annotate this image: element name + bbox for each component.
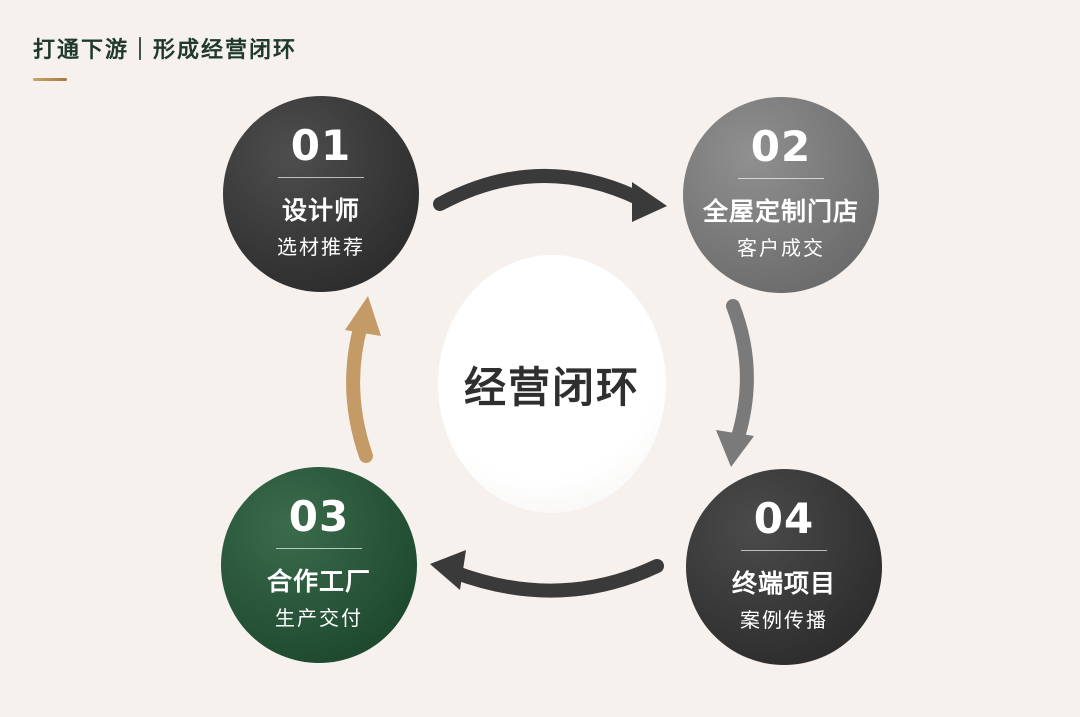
node-custom-store: 02 全屋定制门店 客户成交: [683, 97, 879, 293]
node-divider: [738, 178, 824, 179]
node-name: 设计师: [281, 196, 360, 225]
node-divider: [276, 548, 362, 549]
node-name: 合作工厂: [266, 567, 371, 596]
center-circle: 经营闭环: [438, 255, 666, 513]
node-subtitle: 生产交付: [275, 606, 363, 630]
node-number: 02: [750, 122, 812, 171]
node-name: 终端项目: [731, 569, 836, 598]
node-name: 全屋定制门店: [702, 197, 859, 226]
arrow-03-to-01: [345, 296, 381, 463]
arrow-04-to-03: [430, 550, 664, 598]
node-subtitle: 客户成交: [737, 236, 825, 260]
node-number: 01: [290, 121, 352, 170]
header: 打通下游｜形成经营闭环: [33, 36, 298, 81]
node-end-project: 04 终端项目 案例传播: [686, 469, 882, 665]
node-subtitle: 案例传播: [740, 608, 828, 632]
center-label: 经营闭环: [463, 362, 640, 412]
node-divider: [278, 177, 364, 178]
node-number: 03: [288, 492, 350, 541]
node-designer: 01 设计师 选材推荐: [223, 96, 419, 292]
node-divider: [741, 550, 827, 551]
arrow-01-to-02: [433, 168, 667, 222]
node-subtitle: 选材推荐: [277, 235, 365, 259]
page-title: 打通下游｜形成经营闭环: [33, 38, 298, 63]
arrow-02-to-04: [716, 299, 754, 467]
title-accent-line: [33, 78, 67, 81]
node-number: 04: [753, 494, 815, 543]
node-partner-factory: 03 合作工厂 生产交付: [221, 467, 417, 663]
